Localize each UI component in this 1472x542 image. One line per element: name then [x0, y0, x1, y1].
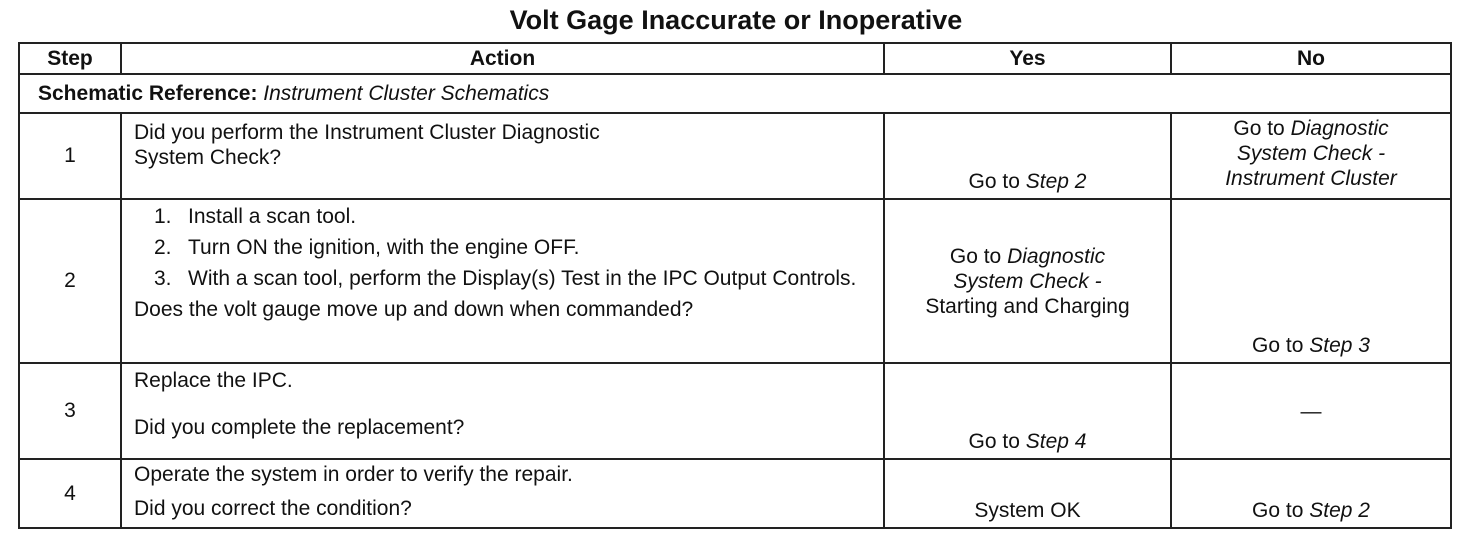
yes-prefix: Go to [968, 430, 1026, 453]
action-cell: Replace the IPC. Did you complete the re… [120, 362, 885, 460]
schematic-reference-link[interactable]: Instrument Cluster Schematics [263, 81, 550, 105]
no-link-system-check[interactable]: System Check - [1236, 142, 1386, 165]
no-cell: Go to Step 2 [1170, 458, 1452, 529]
no-link-step-2[interactable]: Step 2 [1309, 499, 1370, 522]
action-text: System Check? [134, 146, 282, 169]
action-question: Did you correct the condition? [134, 497, 412, 520]
no-prefix: Go to [1252, 499, 1310, 522]
table-row: 1 Did you perform the Instrument Cluster… [18, 112, 1452, 200]
no-dash: — [1300, 399, 1322, 423]
yes-cell: Go to Diagnostic System Check - Starting… [883, 198, 1172, 364]
list-item: 3. With a scan tool, perform the Display… [154, 266, 871, 291]
no-cell: Go to Step 3 [1170, 198, 1452, 364]
header-row: Step Action Yes No [18, 42, 1452, 75]
no-link-instrument-cluster[interactable]: Instrument Cluster [1225, 167, 1397, 190]
yes-link-system-check[interactable]: System Check - [953, 269, 1102, 293]
schematic-reference-label: Schematic Reference: [38, 81, 258, 105]
list-item: 2. Turn ON the ignition, with the engine… [154, 235, 871, 260]
header-step: Step [18, 42, 122, 75]
substep-number: 1. [154, 205, 172, 228]
yes-system-ok: System OK [974, 499, 1081, 522]
table-row: 4 Operate the system in order to verify … [18, 458, 1452, 529]
yes-link-diagnostic[interactable]: Diagnostic [1007, 244, 1106, 268]
header-yes: Yes [883, 42, 1172, 75]
yes-starting-charging: Starting and Charging [925, 294, 1130, 318]
action-question: Did you complete the replacement? [134, 416, 465, 439]
page-title: Volt Gage Inaccurate or Inoperative [509, 5, 963, 35]
step-number: 3 [18, 362, 122, 460]
step-number: 1 [18, 112, 122, 200]
table-row: 3 Replace the IPC. Did you complete the … [18, 362, 1452, 460]
yes-prefix: Go to [949, 244, 1008, 268]
schematic-reference: Schematic Reference: Instrument Cluster … [18, 73, 1452, 114]
yes-cell: Go to Step 4 [883, 362, 1172, 460]
action-text: Operate the system in order to verify th… [134, 463, 573, 486]
action-cell: 1. Install a scan tool. 2. Turn ON the i… [120, 198, 885, 364]
no-prefix: Go to [1233, 117, 1291, 140]
list-item: 1. Install a scan tool. [154, 204, 871, 229]
no-link-step-3[interactable]: Step 3 [1309, 334, 1370, 357]
action-cell: Operate the system in order to verify th… [120, 458, 885, 529]
yes-prefix: Go to [968, 170, 1026, 193]
yes-cell: System OK [883, 458, 1172, 529]
diagnostic-table: Step Action Yes No Schematic Reference: … [18, 42, 1452, 529]
substep-text: Turn ON the ignition, with the engine OF… [188, 236, 580, 259]
substep-text: With a scan tool, perform the Display(s)… [188, 267, 857, 290]
no-link-diagnostic[interactable]: Diagnostic [1290, 117, 1389, 140]
header-action: Action [120, 42, 885, 75]
yes-link-step-2[interactable]: Step 2 [1025, 170, 1087, 193]
spacer [134, 393, 871, 415]
action-question: Does the volt gauge move up and down whe… [134, 298, 694, 321]
substep-number: 3. [154, 267, 172, 290]
yes-cell: Go to Step 2 [883, 112, 1172, 200]
step-number: 4 [18, 458, 122, 529]
no-cell: Go to Diagnostic System Check - Instrume… [1170, 112, 1452, 200]
yes-link-step-4[interactable]: Step 4 [1025, 430, 1087, 453]
action-text: Replace the IPC. [134, 369, 293, 392]
header-no: No [1170, 42, 1452, 75]
table-row: 2 1. Install a scan tool. 2. Turn ON the… [18, 198, 1452, 364]
schematic-reference-row: Schematic Reference: Instrument Cluster … [18, 73, 1452, 114]
substep-list: 1. Install a scan tool. 2. Turn ON the i… [134, 204, 871, 291]
no-cell: — [1170, 362, 1452, 460]
no-prefix: Go to [1252, 334, 1310, 357]
action-text: Did you perform the Instrument Cluster D… [134, 121, 600, 144]
substep-text: Install a scan tool. [188, 205, 357, 228]
step-number: 2 [18, 198, 122, 364]
action-cell: Did you perform the Instrument Cluster D… [120, 112, 885, 200]
substep-number: 2. [154, 236, 172, 259]
